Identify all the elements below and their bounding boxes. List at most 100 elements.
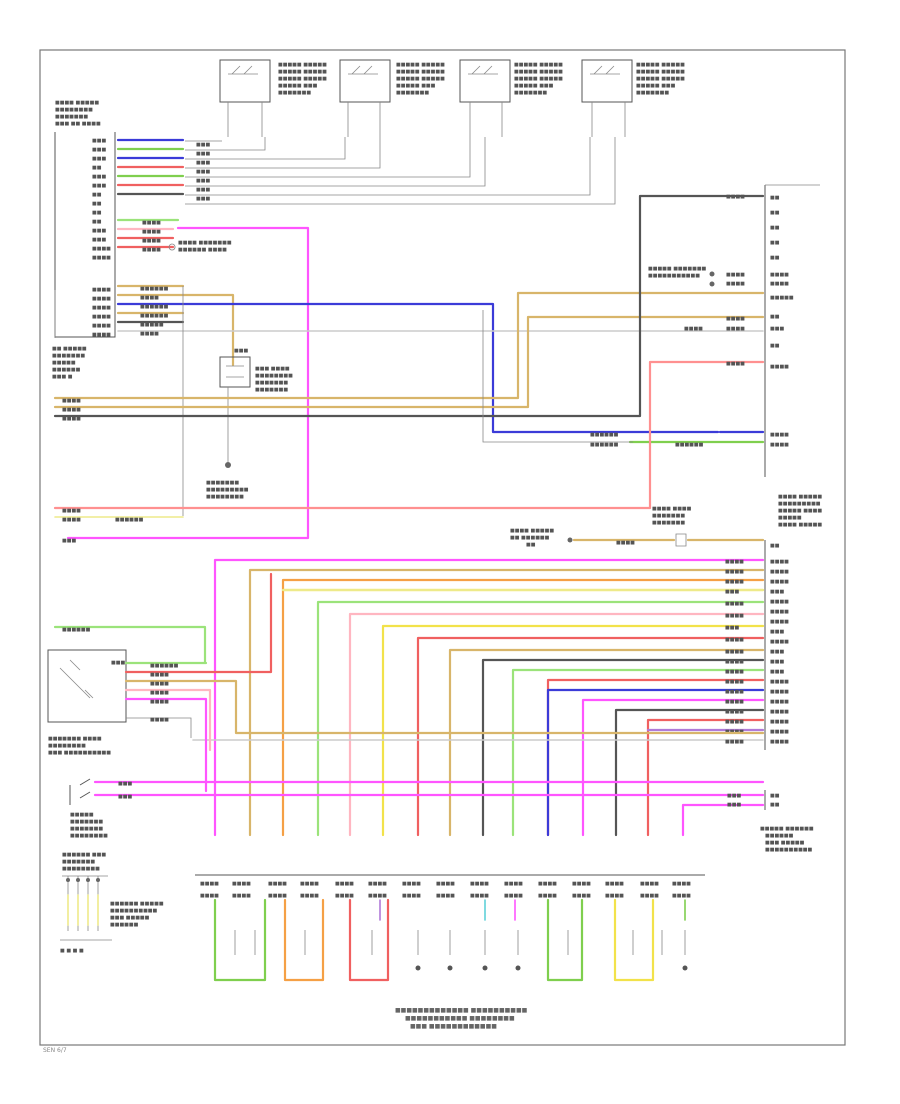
svg-text:■■: ■■ xyxy=(770,255,780,261)
svg-text:■■■■■ ■■■■■: ■■■■■ ■■■■■ xyxy=(636,76,685,82)
svg-text:■■■■: ■■■■ xyxy=(672,881,691,887)
svg-text:■■■■: ■■■■ xyxy=(770,699,789,705)
svg-text:■■■■: ■■■■ xyxy=(150,672,169,678)
svg-text:■■■■: ■■■■ xyxy=(725,613,744,619)
svg-text:■■■■■■■: ■■■■■■■ xyxy=(62,859,95,865)
svg-text:■■■: ■■■ xyxy=(725,625,739,631)
svg-text:■■■■■: ■■■■■ xyxy=(140,322,164,328)
svg-text:■■■■: ■■■■ xyxy=(232,881,251,887)
svg-text:■■: ■■ xyxy=(92,219,102,225)
svg-text:■■■: ■■■ xyxy=(770,629,784,635)
upper-wire-bundle: ■■■■■■■■■■■■■■■■■■■■■ ■■■■■■■■■■■■■■■■ ■… xyxy=(66,137,616,540)
svg-text:■■■■■ ■■■■■■: ■■■■■ ■■■■■■ xyxy=(760,826,814,832)
svg-text:■■■■: ■■■■ xyxy=(770,739,789,745)
solenoid-row xyxy=(213,898,688,982)
svg-text:■■: ■■ xyxy=(92,201,102,207)
svg-text:■■■: ■■■ xyxy=(92,174,106,180)
svg-text:■■■■: ■■■■ xyxy=(725,601,744,607)
svg-text:■■■■■ ■■■■■: ■■■■■ ■■■■■ xyxy=(278,62,327,68)
svg-text:■■■■: ■■■■ xyxy=(268,893,287,899)
svg-text:■■■■■■■: ■■■■■■■ xyxy=(636,90,669,96)
svg-text:■■■■■ ■■■■■: ■■■■■ ■■■■■ xyxy=(396,76,445,82)
svg-text:■■■■: ■■■■ xyxy=(300,881,319,887)
svg-text:■■■■ ■■■■■: ■■■■ ■■■■■ xyxy=(55,100,99,106)
svg-text:■■■■■: ■■■■■ xyxy=(70,812,94,818)
svg-text:■■■ ■■■■■: ■■■ ■■■■■ xyxy=(110,915,150,921)
svg-text:■■■■: ■■■■ xyxy=(150,699,169,705)
right-upper-module: ■■■■■■■■■■ ■■■■■■■■■■■■■ ■■■■■■■■■■■ ■■■… xyxy=(648,184,822,528)
svg-text:■■: ■■ xyxy=(770,802,780,808)
svg-text:■■■■: ■■■■ xyxy=(770,609,789,615)
svg-text:■■■: ■■■ xyxy=(92,156,106,162)
mid-right-switch: ■■■■ ■■■■■■■ ■■■■■■■■ ■■■■ ■■■■■■■■■■■■■… xyxy=(510,506,765,548)
svg-text:■■■■: ■■■■ xyxy=(142,238,161,244)
svg-text:■■■■■ ■■■: ■■■■■ ■■■ xyxy=(278,83,318,89)
svg-text:■■: ■■ xyxy=(526,542,536,548)
svg-text:■■■: ■■■ xyxy=(118,781,132,787)
svg-text:■■■■: ■■■■ xyxy=(335,881,354,887)
svg-text:■■■■■ ■■■■■: ■■■■■ ■■■■■ xyxy=(278,76,327,82)
svg-text:■■■■■■■■■: ■■■■■■■■■ xyxy=(778,501,821,507)
svg-text:■■■■: ■■■■ xyxy=(140,295,159,301)
svg-text:■■■■: ■■■■ xyxy=(436,881,455,887)
svg-text:■■■: ■■■ xyxy=(92,228,106,234)
svg-text:■■■■: ■■■■ xyxy=(770,679,789,685)
svg-text:■■■■: ■■■■ xyxy=(616,540,635,546)
svg-text:■■■■: ■■■■ xyxy=(200,881,219,887)
svg-text:■■■■: ■■■■ xyxy=(770,432,789,438)
svg-text:■■■■: ■■■■ xyxy=(725,569,744,575)
svg-text:■■■■: ■■■■ xyxy=(572,881,591,887)
svg-text:■■■■■■: ■■■■■■ xyxy=(110,922,139,928)
svg-text:■■■■: ■■■■ xyxy=(504,881,523,887)
crossing-wires: ■■■■■■■■■■■■■■■■■■■■■■■■■■■■■■ ■■■■■■■■■… xyxy=(53,194,765,544)
svg-text:■■■■■■■■■: ■■■■■■■■■ xyxy=(206,487,249,493)
svg-text:■■■■■ ■■■■■■■: ■■■■■ ■■■■■■■ xyxy=(648,266,707,272)
shift-switch: ■■■■■■ ■■■ ■■■■■■■■■■■■■■■■■■■■■■■■■■ ■■… xyxy=(47,572,765,793)
svg-text:■■■■■■■■: ■■■■■■■■ xyxy=(70,833,108,839)
svg-text:■■■■■■: ■■■■■■ xyxy=(140,313,169,319)
svg-text:■■■■■■■: ■■■■■■■ xyxy=(255,387,288,393)
mid-sensor: ■■■■■■ ■■■■■■■■■■■■■■■■■■■■■■■■■■ ■■■■■■… xyxy=(206,348,293,500)
svg-text:■■■■: ■■■■ xyxy=(62,517,81,523)
svg-text:■■■: ■■■ xyxy=(196,169,210,175)
svg-text:■■■■: ■■■■ xyxy=(770,719,789,725)
svg-text:■■■■: ■■■■ xyxy=(470,881,489,887)
svg-text:■■■ ■■ ■■■■: ■■■ ■■ ■■■■ xyxy=(55,121,101,127)
svg-text:■ ■ ■ ■: ■ ■ ■ ■ xyxy=(60,948,84,954)
svg-text:■■■■ ■■■■■: ■■■■ ■■■■■ xyxy=(778,494,822,500)
svg-text:■■■■: ■■■■ xyxy=(770,729,789,735)
svg-text:■■■■■ ■■■■■: ■■■■■ ■■■■■ xyxy=(278,69,327,75)
svg-text:■■: ■■ xyxy=(770,314,780,320)
svg-text:■■■■: ■■■■ xyxy=(368,893,387,899)
svg-text:■■■■: ■■■■ xyxy=(725,709,744,715)
svg-text:■■■■■■■■: ■■■■■■■■ xyxy=(55,107,93,113)
svg-text:■■■: ■■■ xyxy=(770,326,784,332)
svg-text:■■■■: ■■■■ xyxy=(770,281,789,287)
svg-text:■■■■: ■■■■ xyxy=(684,326,703,332)
svg-text:■■■■: ■■■■ xyxy=(200,893,219,899)
svg-text:■■■■: ■■■■ xyxy=(726,326,745,332)
svg-text:■■■■: ■■■■ xyxy=(640,893,659,899)
svg-text:■■■: ■■■ xyxy=(725,589,739,595)
svg-text:■■■■■■: ■■■■■■ xyxy=(150,663,179,669)
svg-text:■■■■: ■■■■ xyxy=(726,281,745,287)
svg-text:■■: ■■ xyxy=(92,192,102,198)
svg-text:■■■: ■■■ xyxy=(727,793,741,799)
svg-text:■■■■: ■■■■ xyxy=(335,893,354,899)
svg-text:■■■■: ■■■■ xyxy=(725,739,744,745)
svg-text:■■■■: ■■■■ xyxy=(725,637,744,643)
svg-text:■■■■: ■■■■ xyxy=(92,332,111,338)
svg-text:■■■■: ■■■■ xyxy=(92,287,111,293)
svg-text:■■■■■: ■■■■■ xyxy=(778,515,802,521)
svg-text:■■■■: ■■■■ xyxy=(726,316,745,322)
bottom-caption: ■■■■■■■■■■■■■ ■■■■■■■■■■ ■■■■■■■■■■■ ■■■… xyxy=(395,1007,528,1030)
svg-text:■■: ■■ xyxy=(770,225,780,231)
svg-text:■■■: ■■■ xyxy=(770,649,784,655)
svg-text:■■■■■■■: ■■■■■■■ xyxy=(396,90,429,96)
svg-text:■■■■■■: ■■■■■■ xyxy=(62,627,91,633)
svg-text:■■■■■■ ■■■: ■■■■■■ ■■■ xyxy=(62,852,106,858)
svg-text:■■■■: ■■■■ xyxy=(605,881,624,887)
svg-text:■■■: ■■■ xyxy=(196,187,210,193)
svg-text:■■■: ■■■ xyxy=(196,151,210,157)
